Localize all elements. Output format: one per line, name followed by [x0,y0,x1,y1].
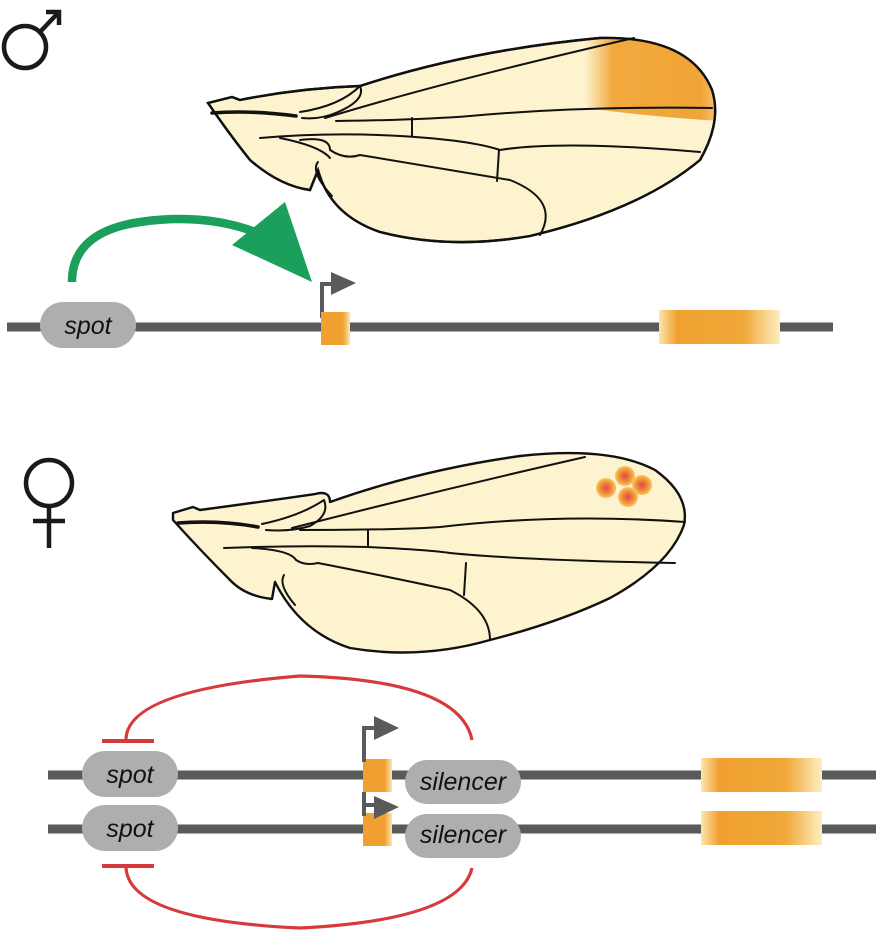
wing-spot [618,487,638,507]
male-spot-label: spot [64,312,112,340]
male-wing [206,36,717,244]
allele-1-silencer [405,760,521,804]
female-wing-outline [171,451,687,654]
female-allele-1: spot silencer [48,716,876,804]
male-exon-2 [659,310,780,344]
allele-2-exon-1 [363,813,392,846]
allele-1-spot-label: spot [106,761,154,789]
allele-1-spot-enhancer [82,751,178,797]
allele-1-exon-2 [701,758,822,792]
activation-arrow [67,202,312,283]
allele-2-promoter-arrow-icon [362,792,399,819]
allele-1-promoter-arrow-icon [362,716,399,762]
male-spot-enhancer: spot [40,302,136,348]
wing-spot [632,475,652,495]
allele-2-exon-2 [701,811,822,845]
female-allele-2: spot silencer [48,792,876,858]
allele-2-silencer-label: silencer [420,821,508,849]
wing-spot [596,478,616,498]
repression-arc-bottom [102,864,474,930]
male-exon-1 [321,312,350,345]
allele-1-silencer-label: silencer [420,768,508,796]
male-symbol-icon [1,9,62,71]
allele-1-exon-1 [363,759,392,792]
female-wing-spots [596,466,652,507]
allele-2-spot-enhancer [82,805,178,851]
male-promoter-arrow-icon [320,272,356,318]
allele-2-silencer [405,814,521,858]
female-wing [171,451,687,654]
female-symbol-icon [23,457,75,548]
repression-arc-top [102,674,474,743]
female-panel: spot silencer spot silencer [23,451,876,930]
wing-spot [615,466,635,486]
male-panel: spot [1,9,833,348]
allele-2-spot-label: spot [106,815,154,843]
